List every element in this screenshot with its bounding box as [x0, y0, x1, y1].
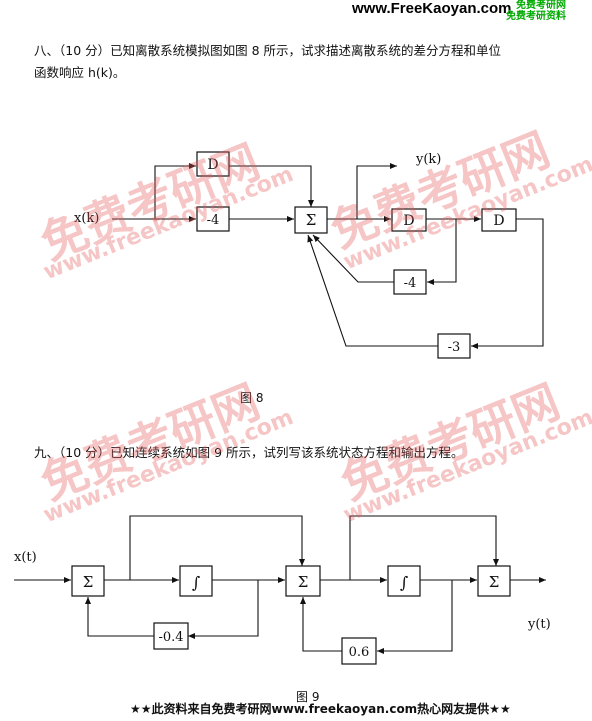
- site-badge-top: 免费考研网: [516, 0, 566, 11]
- fig8-feedback1-in: [427, 219, 457, 285]
- fig8-sum-label: Σ: [306, 211, 317, 229]
- fig8-gain-in-label: -4: [207, 213, 220, 228]
- fig9-sum-2: [285, 565, 321, 597]
- q9-text-line1: 九、（10 分）已知连续系统如图 9 所示，试列写该系统状态方程和输出方程。: [34, 445, 464, 460]
- fig9-feedback1-out: [85, 597, 154, 637]
- fig9-integrator-1: [179, 565, 213, 597]
- fig8-output-label: y(k): [415, 152, 441, 167]
- fig8-feedback2-in: [471, 218, 544, 349]
- fig8-delay-top-to-sum: [229, 165, 314, 207]
- figure-9-caption: 图 9: [296, 690, 320, 704]
- fig9-sum-3: [477, 565, 511, 597]
- fig9-integrator-2: [387, 565, 421, 597]
- fig8-gain-fb2-label: -3: [448, 340, 461, 355]
- q8-text-line1: 八、（10 分）已知离散系统模拟图如图 8 所示，试求描述离散系统的差分方程和单…: [34, 43, 502, 58]
- fig8-gain-in: [196, 206, 230, 232]
- fig8-sum: [294, 206, 328, 234]
- fig9-sum-1-label: Σ: [83, 573, 94, 591]
- site-badge-bottom: 免费考研资料: [506, 11, 566, 22]
- q8-text-line2: 函数响应 h(k)。: [34, 65, 126, 80]
- fig8-output-line: [356, 163, 397, 219]
- fig9-input-label: x(t): [14, 550, 37, 565]
- fig8-delay-1: [391, 208, 427, 232]
- fig9-gain-1-label: -0.4: [158, 630, 183, 645]
- fig8-input-label: x(k): [74, 211, 99, 226]
- fig9-feedback1-in: [188, 580, 259, 639]
- fig9-bypass-2: [349, 515, 499, 580]
- fig8-gain-fb1-label: -4: [404, 276, 417, 291]
- fig9-integrator-2-label: ∫: [400, 573, 408, 592]
- fig9-bypass-1: [129, 515, 305, 580]
- fig9-feedback2-in: [377, 580, 453, 654]
- fig9-feedback2-out: [300, 597, 342, 652]
- fig9-sum-1: [71, 565, 105, 597]
- site-url: www.FreeKaoyan.com: [352, 0, 512, 17]
- fig9-output-label: y(t): [527, 617, 551, 632]
- fig8-delay-2: [481, 208, 517, 232]
- fig8-delay-top-label: D: [207, 157, 218, 173]
- figure-8-caption: 图 8: [240, 391, 264, 405]
- fig9-sum-3-label: Σ: [489, 573, 500, 591]
- fig8-branch-to-delay: [154, 163, 196, 219]
- fig9-gain-1: [153, 622, 189, 650]
- fig8-gain-fb1: [393, 269, 427, 295]
- fig8-delay-2-label: D: [493, 213, 504, 229]
- site-badge: 免费考研网 免费考研资料: [506, 0, 566, 22]
- fig9-sum-2-label: Σ: [298, 573, 309, 591]
- fig8-feedback2-out: [307, 234, 438, 347]
- fig8-delay-top: [196, 151, 230, 177]
- fig8-feedback1-out: [312, 234, 394, 283]
- fig9-integrator-1-label: ∫: [192, 573, 200, 592]
- fig8-delay-1-label: D: [403, 213, 414, 229]
- fig9-gain-2-label: 0.6: [349, 645, 370, 660]
- footer-notice: ★★此资料来自免费考研网www.freekaoyan.com热心网友提供★★: [130, 702, 511, 716]
